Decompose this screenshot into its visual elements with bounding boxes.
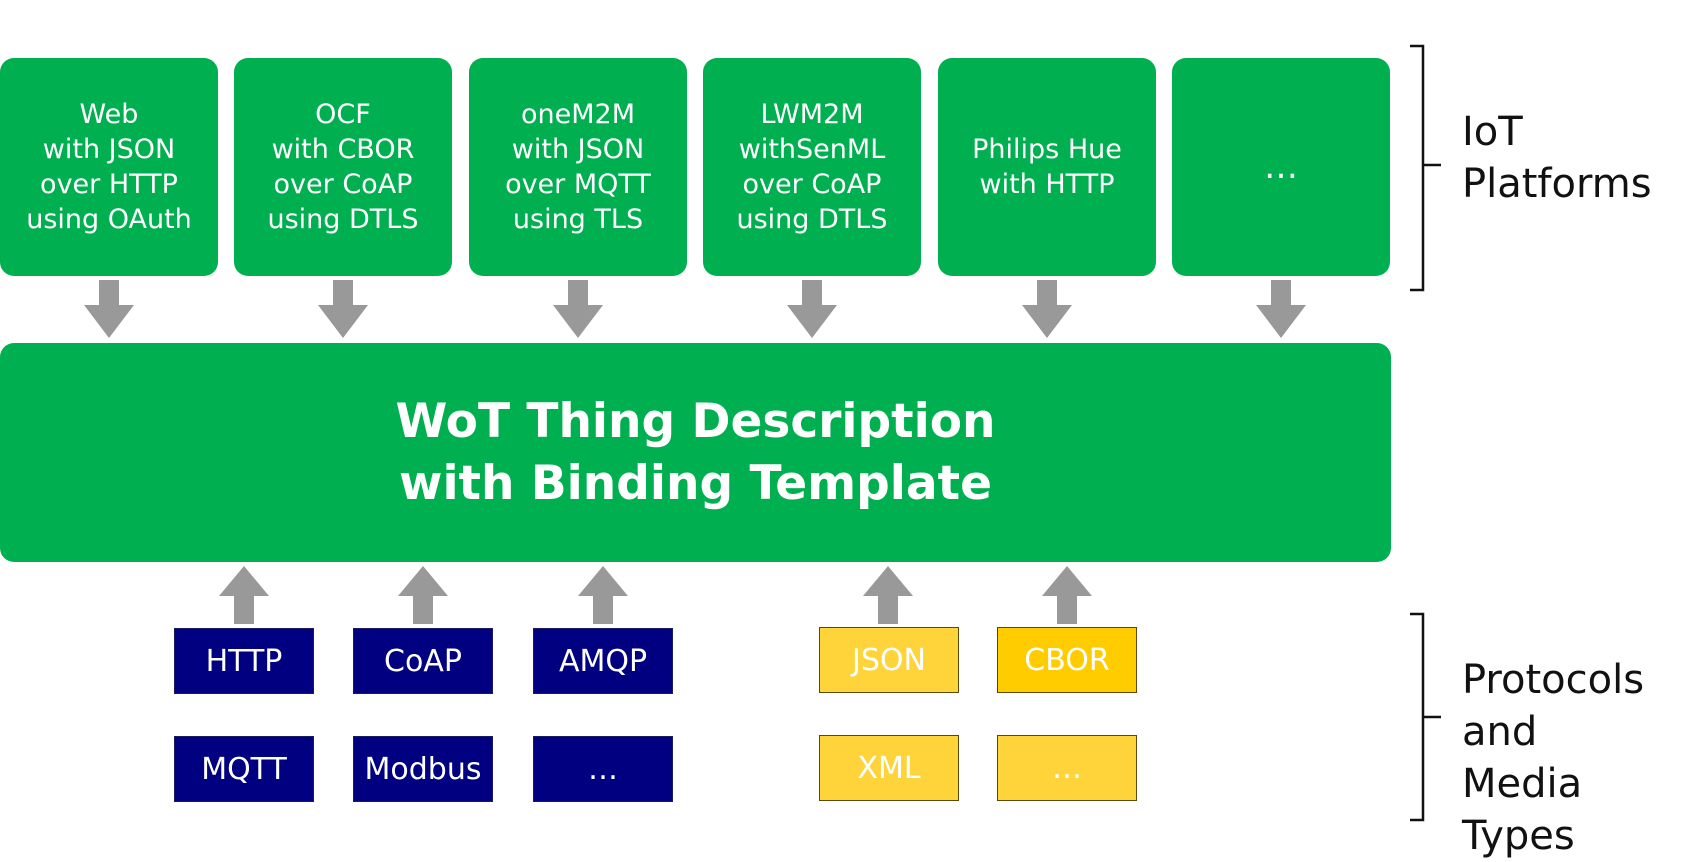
protocols-media-label: Protocols and Media Types (1462, 657, 1645, 859)
down-arrow-icon (84, 280, 134, 338)
up-arrow-icon (398, 566, 448, 624)
up-arrow-icon (219, 566, 269, 624)
media-xml: XML (819, 735, 959, 801)
up-arrow-icon (863, 566, 913, 624)
media-json: JSON (819, 627, 959, 693)
protocol-mqtt: MQTT (174, 736, 314, 802)
up-arrow-icon (1042, 566, 1092, 624)
down-arrow-icon (318, 280, 368, 338)
protocols-media-brace (1410, 612, 1441, 822)
media-more: … (997, 735, 1137, 801)
down-arrow-icon (1256, 280, 1306, 338)
protocol-modbus: Modbus (353, 736, 493, 802)
platform-lwm2m: LWM2M withSenML over CoAP using DTLS (703, 58, 921, 276)
down-arrow-icon (553, 280, 603, 338)
thing-description-box: WoT Thing Description with Binding Templ… (0, 343, 1391, 562)
protocol-more: … (533, 736, 673, 802)
protocol-http: HTTP (174, 628, 314, 694)
iot-platforms-label: IoT Platforms (1462, 109, 1652, 207)
iot-platforms-brace (1410, 44, 1441, 292)
protocol-amqp: AMQP (533, 628, 673, 694)
down-arrow-icon (1022, 280, 1072, 338)
down-arrow-icon (787, 280, 837, 338)
platform-ocf: OCF with CBOR over CoAP using DTLS (234, 58, 452, 276)
platform-onem2m: oneM2M with JSON over MQTT using TLS (469, 58, 687, 276)
protocol-coap: CoAP (353, 628, 493, 694)
platform-philips-hue: Philips Hue with HTTP (938, 58, 1156, 276)
media-cbor: CBOR (997, 627, 1137, 693)
platform-web: Web with JSON over HTTP using OAuth (0, 58, 218, 276)
platform-more: … (1172, 58, 1390, 276)
thing-description-title: WoT Thing Description with Binding Templ… (395, 393, 996, 511)
up-arrow-icon (578, 566, 628, 624)
